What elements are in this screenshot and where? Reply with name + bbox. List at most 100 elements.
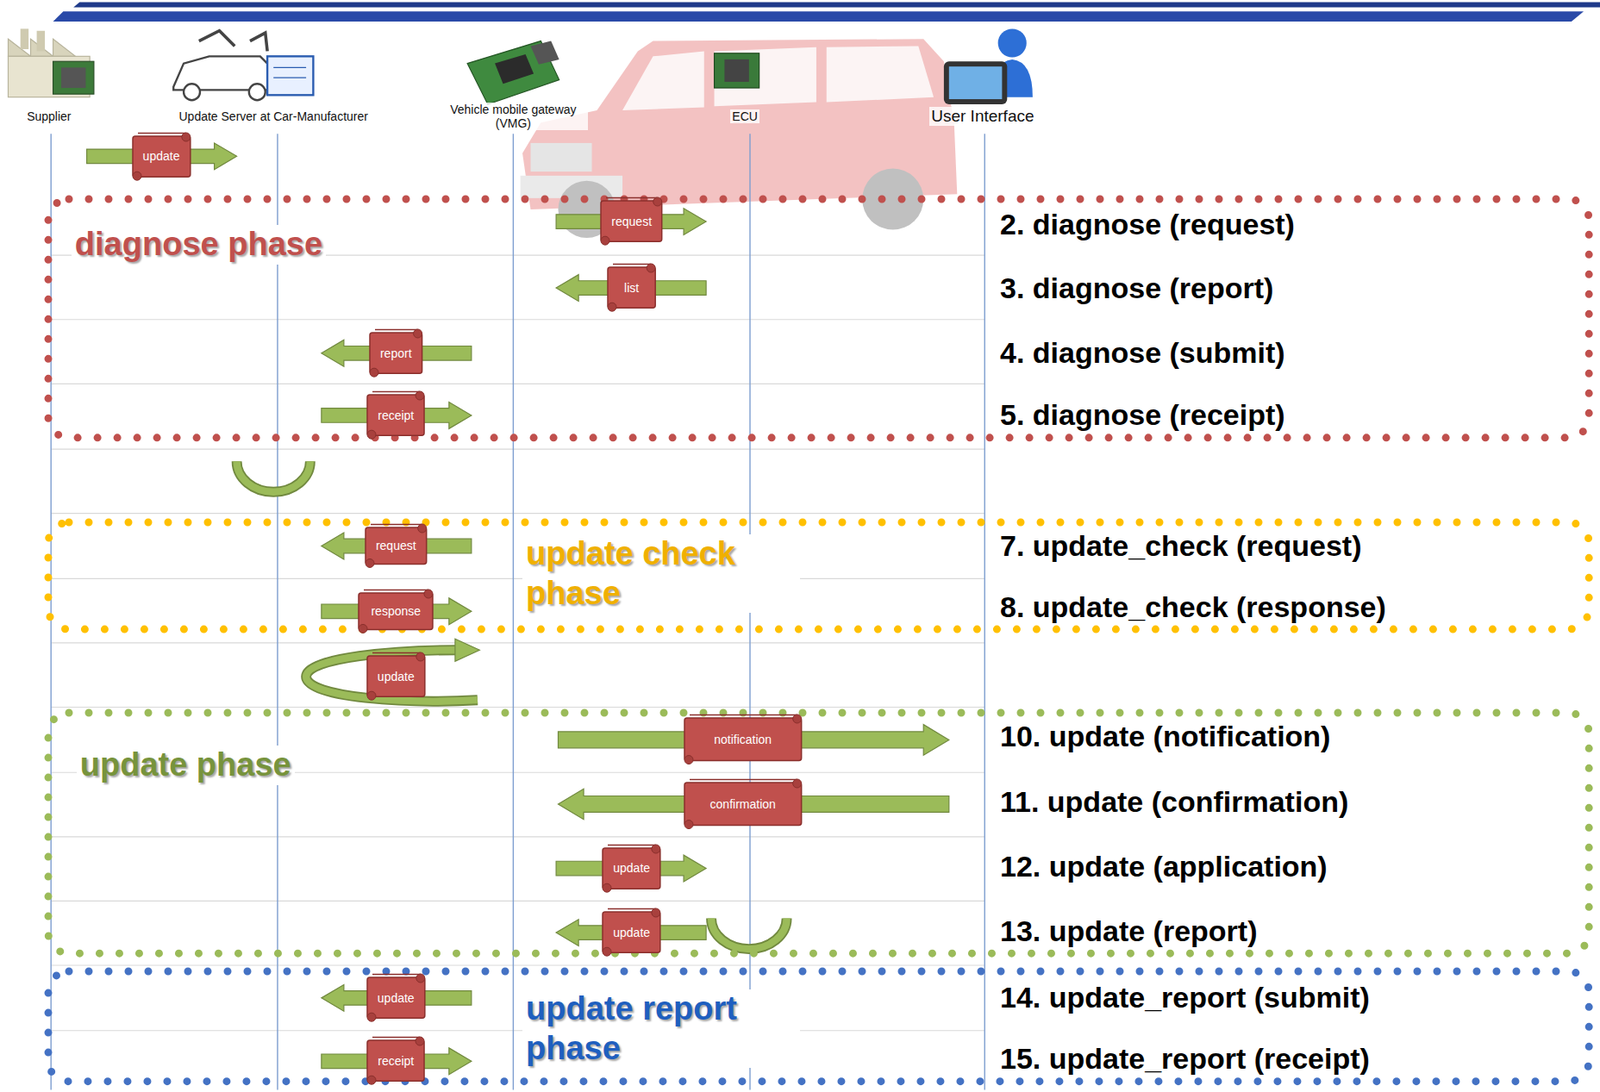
scroll-curl	[367, 1012, 376, 1022]
scroll-curl	[415, 391, 425, 400]
message-name: update	[375, 991, 417, 1006]
scroll-body	[367, 394, 425, 436]
row-lines	[50, 255, 985, 1032]
dotted-border-line	[48, 712, 1589, 954]
message-scroll: update	[365, 650, 427, 702]
scroll-curl	[416, 974, 425, 983]
scroll-edge	[372, 391, 420, 394]
actor-name: Vehicle mobile gateway (VMG)	[437, 102, 588, 131]
actor-name: Supplier	[25, 109, 73, 124]
scroll-curl	[369, 368, 379, 377]
tablet-screen	[949, 66, 1003, 100]
update-server-icon	[173, 31, 313, 100]
scroll-curl	[600, 236, 610, 245]
scroll-edge	[137, 131, 187, 134]
scroll-edge	[370, 524, 423, 526]
row-line	[50, 578, 985, 580]
scroll-edge	[607, 908, 657, 911]
scroll-curl	[793, 779, 802, 788]
message-scroll: report	[368, 327, 425, 379]
message-name: request	[609, 214, 654, 229]
connector	[531, 41, 560, 65]
step-label: 12. update (application)	[1000, 850, 1328, 883]
message-scroll: request	[599, 195, 664, 247]
chip-board	[714, 53, 760, 88]
factory-chimney	[20, 28, 29, 50]
scroll-body	[684, 782, 802, 826]
server-box	[267, 56, 313, 95]
step-label: 7. update_check (request)	[1000, 530, 1362, 563]
step-label: 3. diagnose (report)	[1000, 272, 1274, 305]
scroll-curl	[651, 908, 661, 918]
loop-arc-outline	[711, 918, 788, 950]
chip-board	[53, 61, 94, 94]
scroll-curl	[181, 132, 190, 142]
message-name: receipt	[375, 408, 416, 423]
car-wheel	[862, 168, 924, 231]
scroll-curl	[684, 820, 694, 830]
row-line	[50, 318, 985, 320]
scroll-curl	[365, 558, 375, 568]
header-bar	[53, 11, 1585, 22]
car-window	[714, 47, 817, 107]
step-label: 2. diagnose (request)	[1000, 208, 1295, 241]
phase-title: update phase	[76, 745, 295, 786]
step-label: 15. update_report (receipt)	[1000, 1043, 1370, 1075]
message-name: report	[378, 346, 414, 361]
scroll-curl	[415, 1037, 425, 1046]
step-label: 8. update_check (response)	[1000, 591, 1387, 624]
loop-arrow	[306, 650, 478, 701]
scroll-edge	[612, 263, 651, 266]
scroll-body	[365, 527, 427, 564]
scroll-curl	[358, 624, 368, 633]
loop-arc	[711, 918, 788, 950]
lifelines	[50, 133, 985, 1090]
server-slot	[273, 77, 307, 79]
message-name: update	[375, 669, 417, 684]
step-label: 13. update (report)	[1000, 915, 1257, 948]
lifeline	[984, 133, 986, 1090]
car-wheel	[249, 83, 266, 100]
message-scroll: receipt	[365, 389, 426, 441]
message-scroll: confirmation	[682, 777, 804, 832]
message-name: list	[622, 281, 641, 295]
loop-arc	[237, 461, 311, 493]
chip	[61, 67, 86, 88]
scroll-edge	[363, 589, 429, 592]
step-label: 10. update (notification)	[1000, 720, 1331, 753]
message-scroll: update	[365, 972, 427, 1024]
phase-title: diagnose phase	[71, 225, 326, 265]
message-scroll: notification	[682, 712, 804, 767]
scroll-body	[369, 332, 423, 374]
row-line	[50, 964, 985, 966]
scroll-edge	[372, 1037, 420, 1039]
scroll-edge	[689, 714, 798, 717]
scroll-curl	[416, 652, 425, 662]
scroll-curl	[793, 714, 802, 724]
message-name: request	[374, 538, 419, 553]
scroll-body	[607, 267, 656, 308]
vmg-icon	[467, 41, 560, 105]
chip	[494, 54, 534, 84]
scroll-curl	[132, 171, 142, 181]
scroll-curl	[413, 329, 423, 338]
scroll-curl	[651, 844, 661, 854]
row-line	[50, 383, 985, 385]
loop-arc-outline	[237, 461, 311, 493]
phase-region: update phase10. update (notification)11.…	[43, 707, 1594, 959]
scroll-edge	[372, 652, 421, 655]
message-name: update	[611, 861, 652, 875]
scroll-body	[132, 136, 191, 177]
scroll-edge	[375, 329, 419, 332]
car-window	[826, 46, 934, 103]
loop-arrow-head	[455, 638, 480, 662]
car-picture	[520, 38, 958, 238]
message-name: response	[368, 604, 423, 619]
header-bar	[73, 2, 1600, 8]
scroll-body	[367, 656, 425, 697]
scroll-body	[367, 977, 425, 1019]
scroll-body	[600, 200, 663, 242]
supplier-icon	[7, 28, 94, 97]
scroll-body	[367, 1040, 425, 1082]
row-line	[50, 642, 985, 644]
